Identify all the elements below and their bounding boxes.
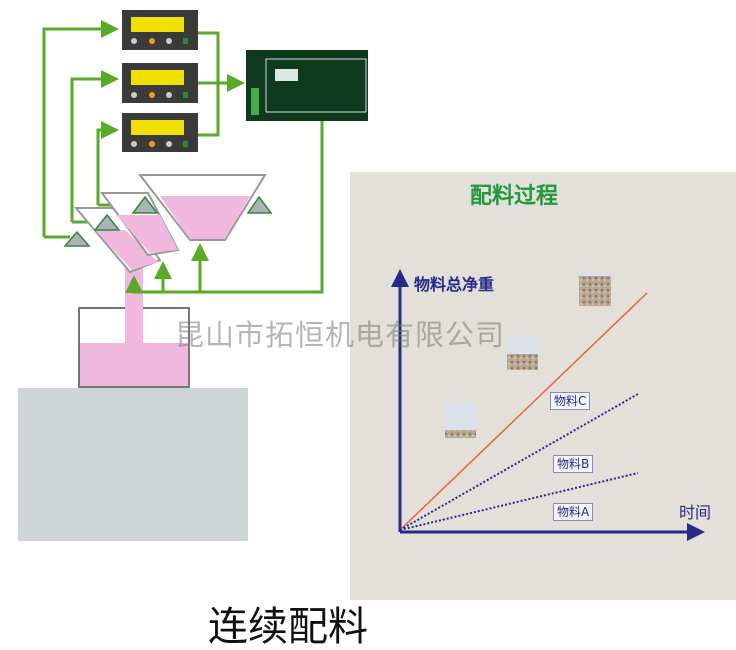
bucket-fill: [80, 343, 188, 386]
material-b-line: [399, 472, 639, 531]
weight-controller-3: [122, 113, 198, 152]
diagram-caption: 连续配料: [208, 604, 368, 650]
sample-full: [579, 272, 611, 306]
chart-title: 配料过程: [470, 184, 559, 209]
hopper-b: [100, 192, 180, 257]
plc-unit: [246, 50, 368, 121]
base-platform: [18, 388, 248, 541]
series-label-a: 物料A: [553, 503, 594, 521]
series-label-c: 物料C: [550, 392, 591, 410]
material-c-line: [399, 393, 639, 531]
chart-panel: [350, 172, 736, 600]
weight-controller-1: [122, 10, 198, 50]
sample-half: [507, 337, 538, 370]
total-weight-line: [399, 292, 648, 531]
y-axis-label: 物料总净重: [414, 275, 495, 294]
hopper-a: [73, 207, 162, 274]
weight-controller-2: [122, 63, 198, 103]
x-axis-label: 时间: [679, 503, 712, 522]
hopper-c: [137, 174, 267, 241]
series-label-b: 物料B: [553, 455, 594, 473]
signal-wiring: [42, 20, 324, 294]
watermark: 昆山市拓恒机电有限公司: [175, 318, 506, 352]
sample-low: [445, 403, 476, 438]
load-cells: [63, 195, 273, 247]
